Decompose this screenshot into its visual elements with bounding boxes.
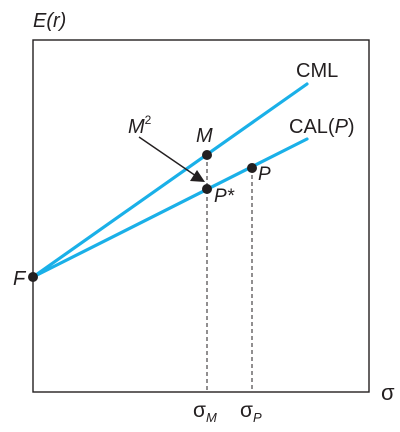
point-m-label: M [196,125,213,147]
cal-label-suffix: ) [348,116,355,138]
point-f [28,272,38,282]
sigma-p-subscript: P [253,410,262,425]
sigma-m-label: σM [193,399,217,425]
cal-label-var: P [335,116,349,138]
sigma-p-label: σP [240,399,262,425]
m2-label-exponent: 2 [145,113,152,127]
point-p [247,163,257,173]
sigma-m-symbol: σ [193,399,206,422]
point-p-label: P [258,164,271,185]
cal-label-prefix: CAL( [289,116,335,138]
cml-line [31,82,309,279]
m2-arrow-shaft [138,136,197,177]
x-axis-label: σ [381,380,395,405]
cal-label: CAL(P) [289,116,355,138]
sigma-p-symbol: σ [240,399,253,422]
y-axis-label: E(r) [33,10,66,32]
point-p-star [202,184,212,194]
m2-label: M2 [128,113,152,138]
point-f-label: F [13,268,27,290]
sigma-m-subscript: M [206,410,217,425]
plot-frame [32,39,370,393]
m2-label-base: M [128,116,145,138]
cml-label: CML [296,60,338,82]
cal-line [31,137,309,279]
m2-arrow-head [190,170,205,182]
point-m [202,150,212,160]
point-p-star-label: P* [214,186,235,207]
